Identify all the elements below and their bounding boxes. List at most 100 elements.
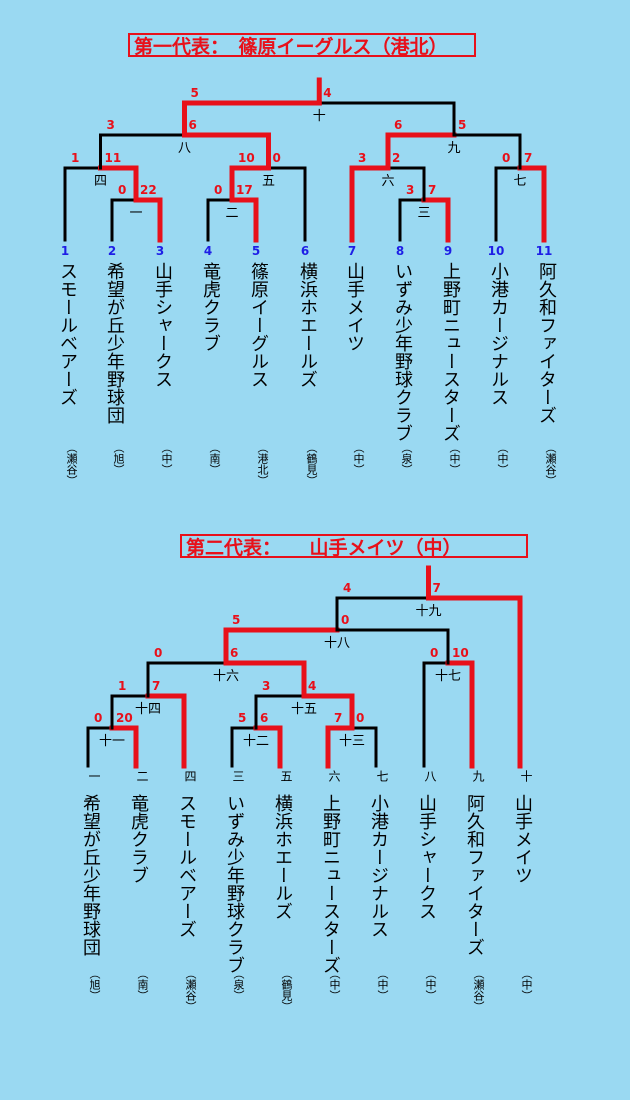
team-region: （瀬谷）: [184, 968, 197, 1012]
match-label: 十六: [212, 669, 239, 684]
team-region: （中）: [160, 442, 173, 475]
team-region: （鶴見）: [305, 442, 318, 486]
team-region: （中）: [376, 968, 389, 1001]
team-seed: 1: [60, 244, 70, 258]
team-seed: 三: [231, 770, 245, 782]
team-region: （瀬谷）: [472, 968, 485, 1012]
match-label: 五: [261, 174, 275, 189]
match-label: 六: [381, 174, 395, 189]
team-seed: 一: [87, 770, 101, 782]
score-right: 7: [152, 679, 161, 693]
team-region: （南）: [136, 968, 149, 1001]
score-left: 1: [118, 679, 127, 693]
team-region: （瀬谷）: [65, 442, 78, 486]
match-label: 九: [447, 141, 461, 156]
team-name: 希望が丘少年野球団: [104, 262, 125, 424]
match-label: 二: [225, 206, 239, 221]
team-region: （南）: [208, 442, 221, 475]
score-left: 10: [238, 151, 255, 165]
score-right: 11: [104, 151, 122, 165]
team-name: 小港カージナルス: [368, 794, 389, 938]
team-name: 竜虎クラブ: [128, 794, 149, 884]
score-left: 0: [430, 646, 439, 660]
match-label: 七: [513, 174, 527, 189]
score-right: 17: [236, 183, 253, 197]
team-seed: 八: [423, 770, 437, 782]
team-region: （瀬谷）: [544, 442, 557, 486]
score-left: 3: [106, 118, 115, 132]
score-left: 7: [334, 711, 343, 725]
score-right: 20: [116, 711, 133, 725]
team-seed: 五: [279, 770, 293, 782]
score-left: 1: [71, 151, 80, 165]
team-region: （旭）: [88, 968, 101, 1001]
score-left: 0: [94, 711, 103, 725]
team-name: 山手メイツ: [512, 794, 533, 884]
match-label: 十八: [323, 636, 350, 651]
team-region: （中）: [496, 442, 509, 475]
team-name: 上野町ニュースターズ: [320, 794, 341, 974]
team-seed: 七: [375, 770, 389, 782]
team-seed: 4: [203, 244, 213, 258]
score-left: 0: [502, 151, 511, 165]
team-name: スモールベアーズ: [176, 794, 197, 938]
score-left: 0: [154, 646, 163, 660]
team-name: 横浜ホエールズ: [272, 794, 293, 920]
score-right: 7: [428, 183, 437, 197]
team-seed: 2: [107, 244, 117, 258]
team-name: 希望が丘少年野球団: [80, 794, 101, 956]
score-right: 7: [432, 581, 441, 595]
team-region: （中）: [448, 442, 461, 475]
score-right: 6: [230, 646, 239, 660]
team-seed: 3: [155, 244, 165, 258]
score-left: 5: [238, 711, 247, 725]
team-region: （泉）: [232, 968, 245, 1001]
bracket-1-title: 第一代表： 篠原イーグルス（港北）: [128, 33, 476, 58]
match-label: 三: [417, 206, 431, 221]
team-name: 山手メイツ: [344, 262, 365, 352]
score-left: 3: [406, 183, 415, 197]
match-label: 十一: [98, 734, 125, 749]
team-seed: 7: [347, 244, 357, 258]
team-name: 上野町ニュースターズ: [440, 262, 461, 442]
bracket-2-title: 第二代表： 山手メイツ（中）: [180, 534, 528, 559]
match-label: 十二: [242, 734, 269, 749]
score-right: 6: [260, 711, 269, 725]
team-name: 阿久和ファイターズ: [464, 794, 485, 956]
score-right: 4: [323, 86, 332, 100]
match-label: 十三: [338, 734, 365, 749]
match-label: 四: [93, 174, 107, 189]
team-region: （旭）: [112, 442, 125, 475]
score-right: 5: [458, 118, 467, 132]
score-left: 5: [232, 613, 241, 627]
match-label: 十七: [434, 669, 461, 684]
team-region: （中）: [424, 968, 437, 1001]
team-seed: 6: [300, 244, 310, 258]
team-seed: 二: [135, 770, 149, 782]
team-region: （泉）: [400, 442, 413, 475]
score-left: 6: [394, 118, 403, 132]
team-region: （中）: [520, 968, 533, 1001]
team-seed: 9: [443, 244, 453, 258]
team-name: いずみ少年野球クラブ: [392, 262, 413, 442]
team-seed: 十: [519, 770, 533, 782]
score-left: 3: [262, 679, 271, 693]
score-left: 0: [118, 183, 127, 197]
team-name: 小港カージナルス: [488, 262, 509, 406]
team-seed: 11: [535, 244, 553, 258]
team-seed: 九: [471, 770, 485, 782]
team-name: スモールベアーズ: [57, 262, 78, 406]
score-right: 10: [452, 646, 469, 660]
match-label: 十九: [415, 604, 442, 619]
team-seed: 5: [251, 244, 261, 258]
score-left: 0: [214, 183, 223, 197]
team-name: 阿久和ファイターズ: [536, 262, 557, 424]
score-right: 0: [341, 613, 350, 627]
match-label: 十: [312, 109, 326, 124]
team-name: いずみ少年野球クラブ: [224, 794, 245, 974]
team-name: 横浜ホエールズ: [297, 262, 318, 388]
score-right: 0: [356, 711, 365, 725]
team-region: （港北）: [256, 442, 269, 486]
score-right: 6: [188, 118, 197, 132]
